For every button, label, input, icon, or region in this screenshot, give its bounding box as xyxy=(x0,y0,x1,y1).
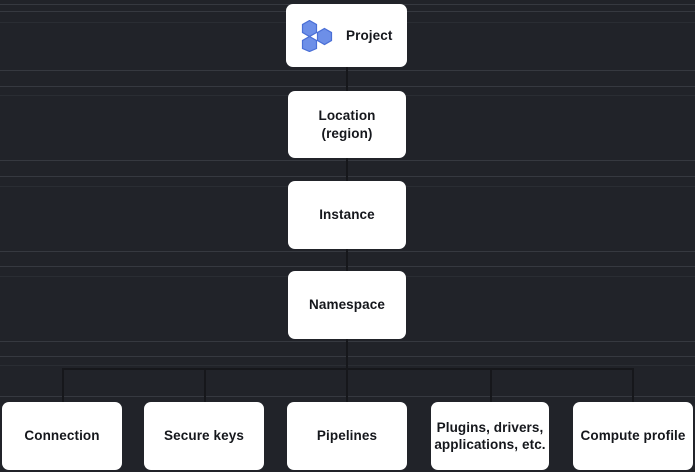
background-band xyxy=(0,86,695,87)
hexagons-icon xyxy=(301,19,333,52)
background-band xyxy=(0,251,695,252)
background-band xyxy=(0,341,695,342)
node-instance[interactable]: Instance xyxy=(288,181,406,249)
node-pipelines[interactable]: Pipelines xyxy=(287,402,407,470)
background-band xyxy=(0,266,695,267)
connector-namespace-branch xyxy=(346,339,348,369)
connector-branch-plugins xyxy=(490,368,492,402)
node-connection-label: Connection xyxy=(24,428,100,444)
node-namespace-label: Namespace xyxy=(309,297,385,313)
connector-instance-namespace xyxy=(346,249,348,271)
background-band xyxy=(0,365,695,366)
background-band xyxy=(0,70,695,71)
connector-project-location xyxy=(346,67,348,91)
node-secure-keys[interactable]: Secure keys xyxy=(144,402,264,470)
node-project[interactable]: Project xyxy=(286,4,407,67)
node-plugins-label: Plugins, drivers, applications, etc. xyxy=(434,419,546,452)
connector-branch-pipelines xyxy=(346,368,348,402)
connector-branch-connection xyxy=(62,368,64,402)
background-band xyxy=(0,160,695,161)
node-pipelines-label: Pipelines xyxy=(316,428,378,444)
connector-location-instance xyxy=(346,158,348,181)
connector-branch-compute xyxy=(632,368,634,402)
background-band xyxy=(0,176,695,177)
node-instance-label: Instance xyxy=(319,207,375,223)
node-compute-profile[interactable]: Compute profile xyxy=(573,402,693,470)
background-band xyxy=(0,356,695,357)
connector-branch-bus xyxy=(62,368,632,370)
node-plugins[interactable]: Plugins, drivers, applications, etc. xyxy=(431,402,549,470)
background-band xyxy=(0,396,695,397)
node-connection[interactable]: Connection xyxy=(2,402,122,470)
node-namespace[interactable]: Namespace xyxy=(288,271,406,339)
node-location[interactable]: Location (region) xyxy=(288,91,406,158)
node-location-label: Location (region) xyxy=(318,108,376,141)
node-compute-profile-label: Compute profile xyxy=(580,428,686,444)
connector-branch-secure-keys xyxy=(204,368,206,402)
node-secure-keys-label: Secure keys xyxy=(164,428,244,444)
node-project-label: Project xyxy=(346,27,393,43)
